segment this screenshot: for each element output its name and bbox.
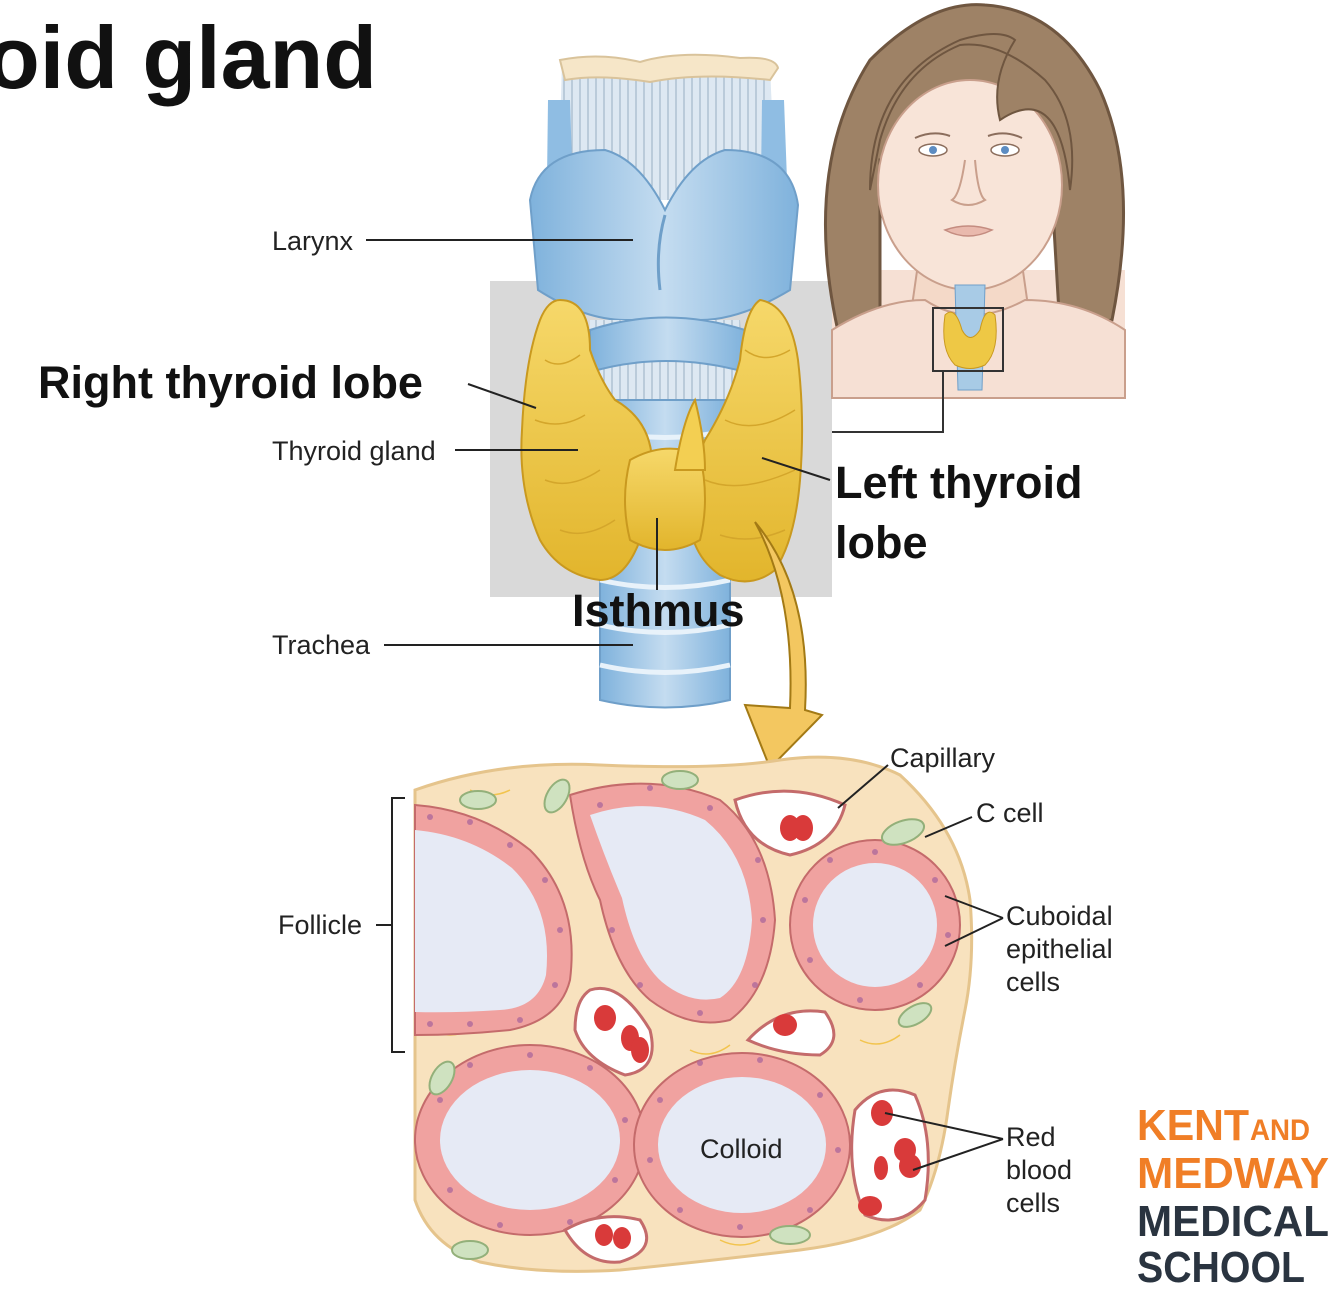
label-rbc-3: cells <box>1006 1188 1060 1218</box>
left-thyroid-lobe <box>686 298 804 583</box>
leader-lines-top <box>366 239 831 646</box>
follicle-bottom-left <box>414 1044 646 1236</box>
right-thyroid-lobe <box>520 298 656 582</box>
follicle-histology <box>413 755 974 1273</box>
label-c-cell: C cell <box>976 798 1044 828</box>
follicle-large-left <box>414 803 573 1037</box>
label-rbc-1: Red <box>1006 1122 1056 1152</box>
leader-lines-bottom <box>376 764 1004 1171</box>
label-left-thyroid-lobe-2: lobe <box>835 517 928 568</box>
larynx-trachea-illustration <box>490 53 832 709</box>
label-capillary: Capillary <box>890 743 996 773</box>
label-follicle: Follicle <box>278 910 362 940</box>
label-colloid: Colloid <box>700 1134 783 1164</box>
neck-highlight-box <box>932 307 1004 372</box>
slide-title: oid gland <box>0 8 377 107</box>
follicle-upper-middle <box>568 782 777 1024</box>
label-right-thyroid-lobe: Right thyroid lobe <box>38 357 423 408</box>
label-larynx: Larynx <box>272 226 354 256</box>
label-cuboidal-1: Cuboidal <box>1006 901 1113 931</box>
logo-school: SCHOOL <box>1137 1243 1305 1292</box>
label-isthmus: Isthmus <box>572 585 745 636</box>
capillaries <box>562 789 930 1264</box>
c-cells <box>428 770 933 1260</box>
label-cuboidal-2: epithelial <box>1006 934 1113 964</box>
label-thyroid-gland: Thyroid gland <box>272 436 436 466</box>
logo-medway: MEDWAY <box>1137 1149 1329 1198</box>
logo-medical: MEDICAL <box>1137 1197 1329 1246</box>
follicle-right <box>789 839 961 1011</box>
kent-medway-logo: KENT AND MEDWAY MEDICAL SCHOOL <box>1137 1101 1329 1292</box>
logo-kent: KENT <box>1137 1101 1249 1150</box>
label-trachea: Trachea <box>272 630 371 660</box>
label-left-thyroid-lobe-1: Left thyroid <box>835 457 1082 508</box>
zoom-arrow <box>743 521 824 770</box>
label-cuboidal-3: cells <box>1006 967 1060 997</box>
woman-portrait <box>824 3 1126 399</box>
follicle-bottom-middle <box>633 1052 851 1238</box>
label-rbc-2: blood <box>1006 1155 1072 1185</box>
logo-and: AND <box>1250 1114 1310 1147</box>
